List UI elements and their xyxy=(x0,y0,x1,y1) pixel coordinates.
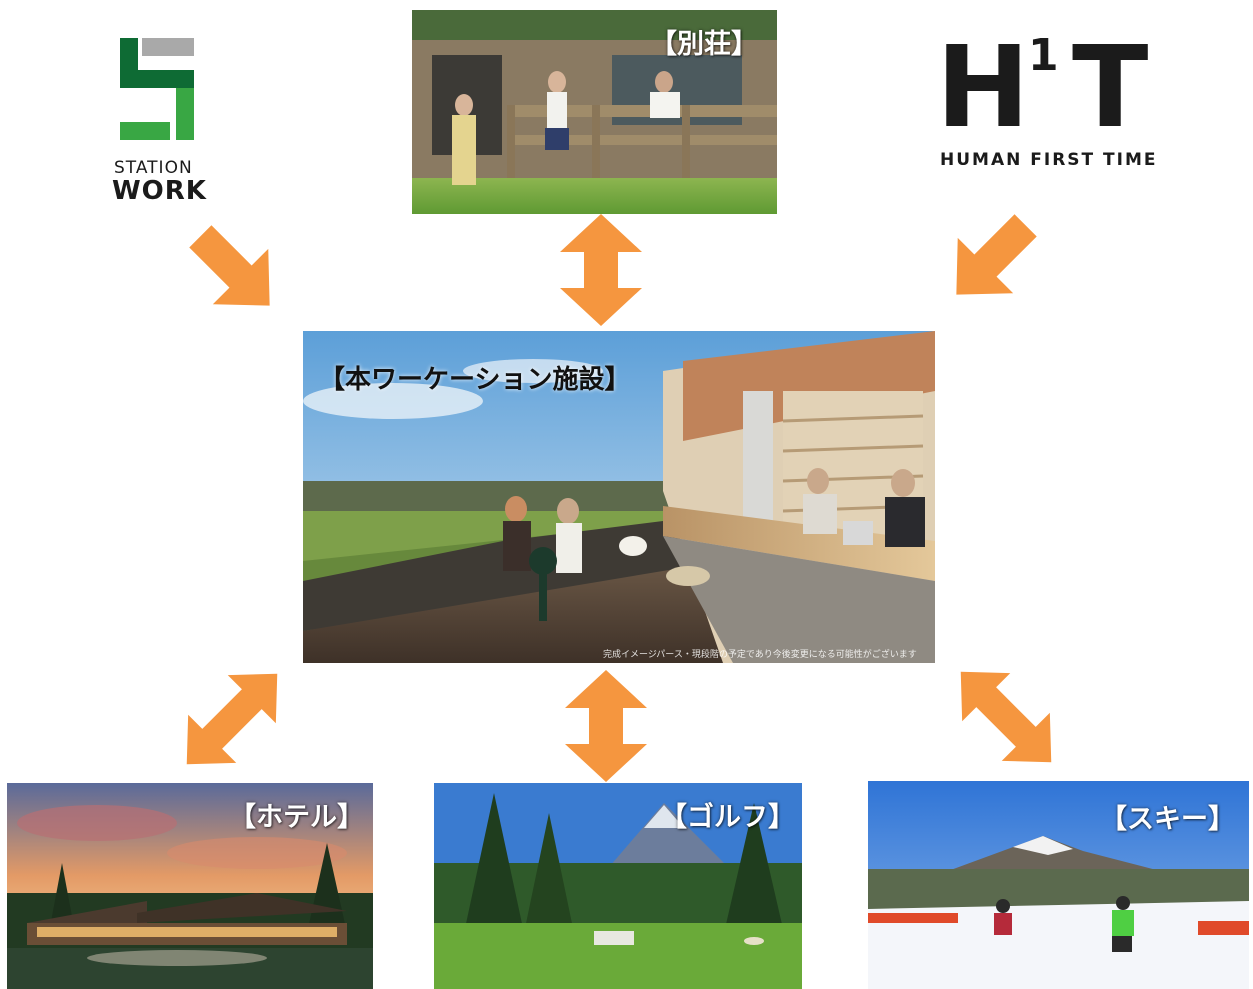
villa-photo: 【別荘】 xyxy=(412,10,777,214)
perspective-caption: 完成イメージパース・現段階の予定であり今後変更になる可能性がございます xyxy=(603,650,917,660)
hit-logo-h: H xyxy=(936,23,1030,153)
ski-label: 【スキー】 xyxy=(1100,804,1235,835)
golf-label: 【ゴルフ】 xyxy=(660,802,795,833)
hit-logo-t: T xyxy=(1072,23,1149,153)
golf-photo: 【ゴルフ】 xyxy=(434,783,802,989)
workation-facility-image: 【本ワーケーション施設】 完成イメージパース・現段階の予定であり今後変更になる可… xyxy=(303,331,935,663)
station-work-line2: WORK xyxy=(112,176,207,206)
arrow-facility-ski-bidirectional xyxy=(955,666,1057,768)
hit-logo-one: 1 xyxy=(1028,30,1059,81)
villa-label: 【別荘】 xyxy=(650,29,758,60)
hotel-photo: 【ホテル】 xyxy=(7,783,373,989)
station-work-line1: STATION xyxy=(114,158,193,178)
arrow-station-work-to-facility xyxy=(186,222,284,320)
workation-facility-label: 【本ワーケーション施設】 xyxy=(319,365,631,395)
hit-logo: H 1 T HUMAN FIRST TIME xyxy=(936,32,1186,180)
arrow-facility-golf-bidirectional xyxy=(565,670,647,782)
hotel-label: 【ホテル】 xyxy=(229,802,364,833)
hit-logo-tagline: HUMAN FIRST TIME xyxy=(940,150,1158,170)
ski-photo: 【スキー】 xyxy=(868,781,1249,989)
station-work-s-icon xyxy=(120,38,194,140)
arrow-villa-facility-bidirectional xyxy=(560,214,642,326)
arrow-hit-to-facility xyxy=(942,211,1040,309)
arrow-facility-hotel-bidirectional xyxy=(181,668,283,770)
station-work-logo: STATION WORK xyxy=(112,36,212,206)
